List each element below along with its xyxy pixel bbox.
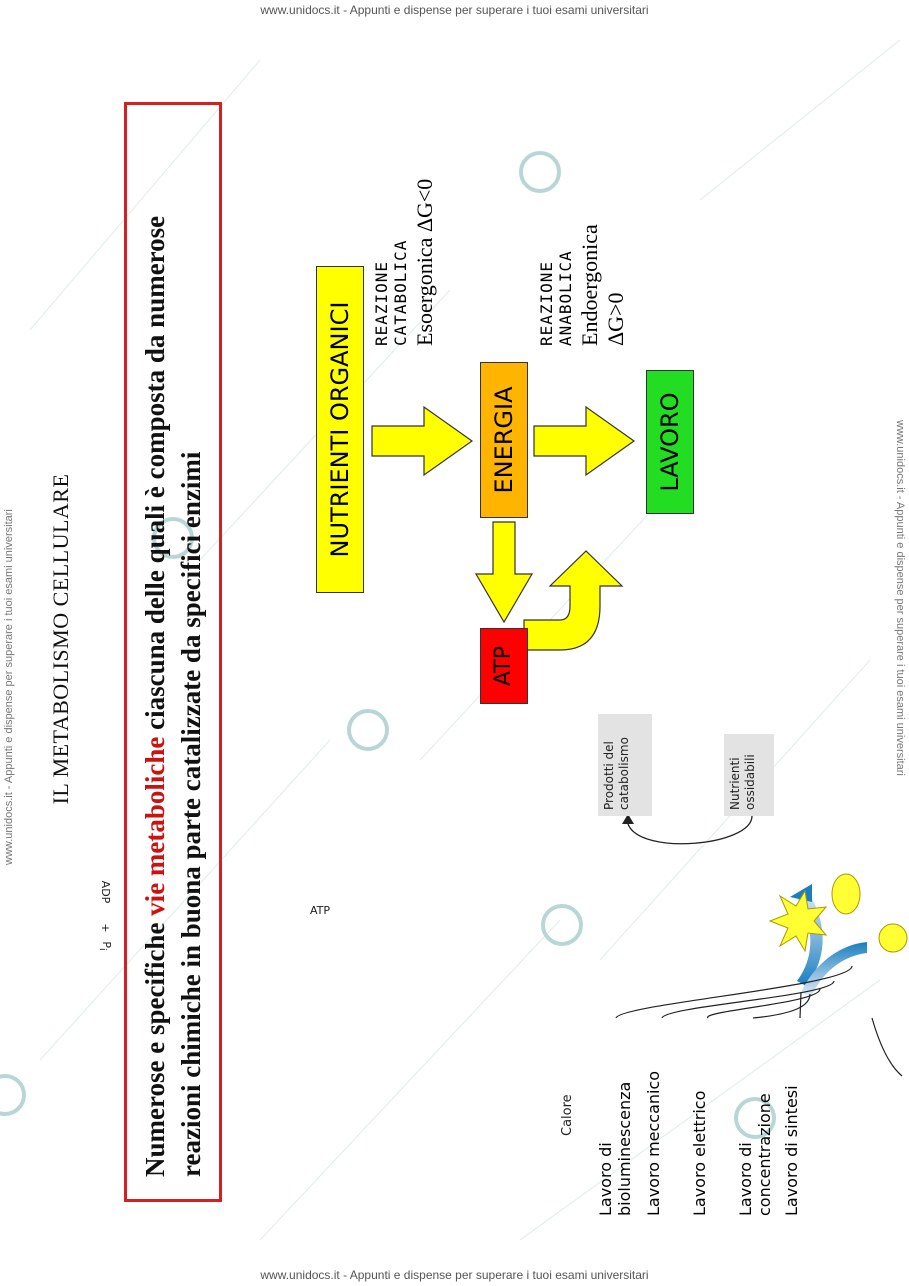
plus-label: + [99,923,112,933]
watermark-logo-icon [734,1097,776,1139]
watermark-logo-icon [347,709,389,751]
watermark-banner-top: www.unidocs.it - Appunti e dispense per … [260,3,649,17]
work-item-mechanical: Lavoro meccanico [644,1070,663,1216]
adp-oval-icon [831,873,861,915]
arrow-left-icon [474,521,534,624]
work-item-bioluminescence: Lavoro di bioluminescenza [596,1081,634,1216]
watermark-banner-bottom: www.unidocs.it - Appunti e dispense per … [260,1268,649,1282]
watermark-logo-icon [519,151,561,193]
cycle-arc-lower [801,942,867,996]
pi-label: Pi [96,936,113,956]
heat-label: Calore [560,1094,575,1136]
watermark-logo-icon [0,1074,26,1116]
work-item-synthesis: Lavoro di sintesi [782,1085,801,1216]
adp-label: ADP [99,880,112,904]
arrow-curved-icon [523,550,624,651]
cycle-atp-label-page: ATP [309,904,331,917]
atp-star-icon [768,889,828,953]
arrow-down-icon [371,405,474,477]
pi-subscript: i [96,948,108,951]
watermark-logo-icon [541,904,583,946]
pi-circle-icon [878,923,908,953]
oxidizable-nutrients-box: Nutrienti ossidabili [724,734,774,816]
work-item-electric: Lavoro elettrico [690,1090,709,1216]
watermark-logo-icon [152,517,194,559]
catabolism-products-box: Prodotti del catabolismo [598,714,652,816]
work-item-concentration: Lavoro di concentrazione [736,1093,774,1216]
catabolism-arrow-icon [627,815,753,845]
arrow-down-icon [533,405,636,477]
